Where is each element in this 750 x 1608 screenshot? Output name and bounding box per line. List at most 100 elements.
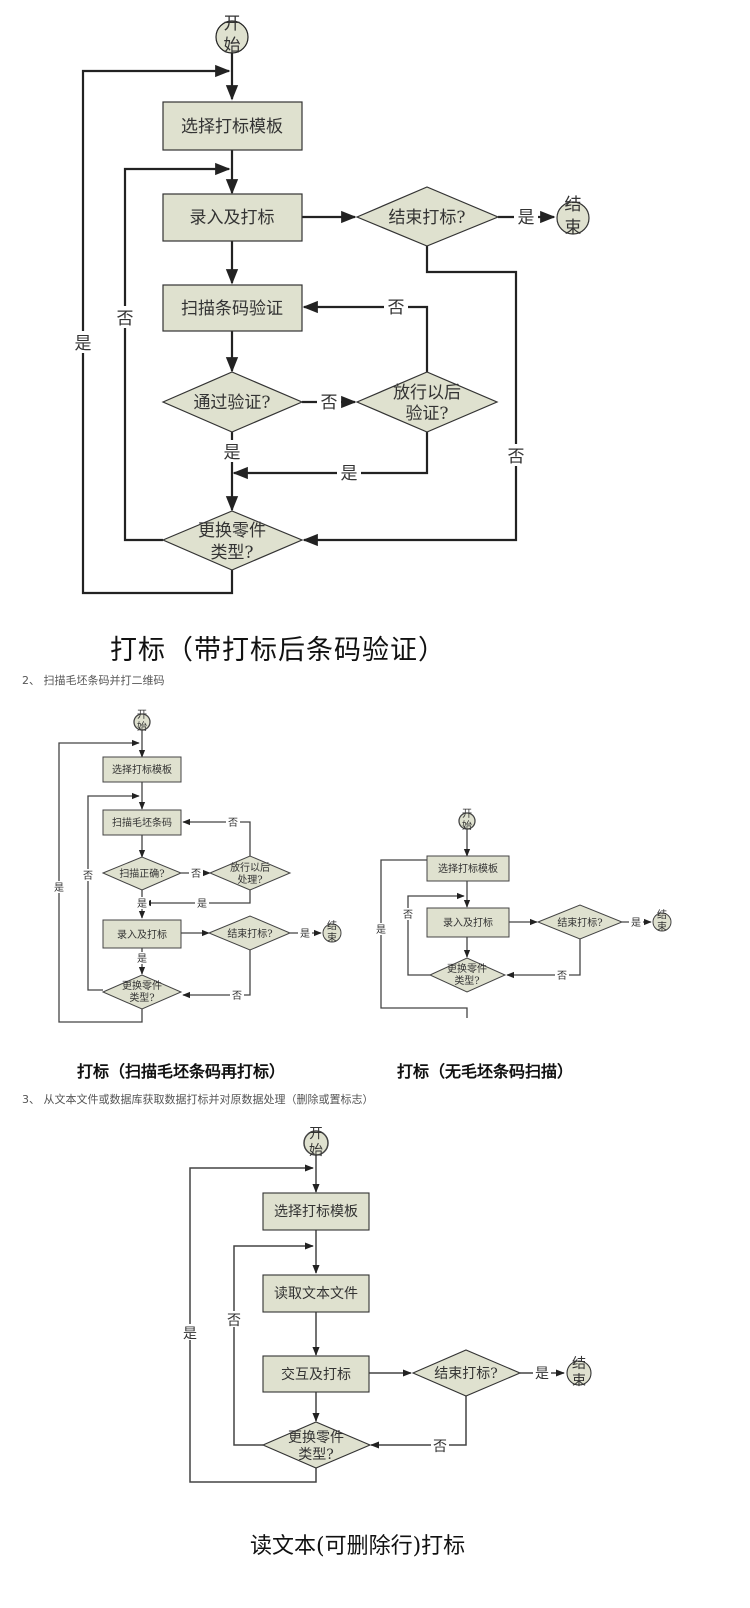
node-select-template (262, 1192, 370, 1231)
edge-label-no: 否 (83, 870, 93, 882)
interact-print-label: 交互及打标 (281, 1366, 351, 1383)
edge-label-no: 否 (557, 970, 567, 982)
edge-change-no-loop (233, 1242, 314, 1446)
start-label-1: 开 (462, 809, 472, 820)
end-print-q-label: 结束打标? (388, 208, 465, 228)
flowchart-2a: 开 始 选择打标模板 扫描毛坯条码 扫描正确? 放行以后 处理? 录入及打标 结… (52, 710, 342, 1023)
diagram-2a-caption: 打标（扫描毛坯条码再打标） (77, 1062, 286, 1081)
change-part-q-label-1: 更换零件 (288, 1429, 344, 1446)
edge-release-no (302, 300, 429, 372)
end-print-q-label: 结束打标? (557, 916, 602, 929)
end-label-2: 束 (327, 932, 337, 944)
input-print-label: 录入及打标 (117, 928, 167, 941)
release-q-label-2: 处理? (237, 874, 262, 886)
edge-label-no: 否 (227, 1313, 241, 1329)
edge-label-yes: 是 (137, 953, 147, 965)
change-part-q-label-1: 更换零件 (122, 979, 162, 992)
end-print-q-label: 结束打标? (227, 927, 272, 940)
edge-label-yes: 是 (376, 924, 386, 936)
end-node (322, 923, 342, 943)
edge-label-yes: 是 (518, 208, 535, 228)
input-print-label: 录入及打标 (443, 916, 493, 929)
edge-label-no: 否 (117, 309, 134, 329)
end-label-1: 结 (657, 908, 667, 921)
node-read-text (262, 1274, 370, 1313)
select-template-label: 选择打标模板 (112, 763, 172, 776)
release-q-label-1: 放行以后 (393, 383, 461, 403)
edge-endq-no (370, 1396, 467, 1449)
diagram-2b-caption: 打标（无毛坯条码扫描） (397, 1062, 574, 1081)
node-change-part-q (101, 974, 183, 1010)
edge-label-no: 否 (403, 909, 413, 921)
edge-label-no: 否 (191, 868, 201, 880)
end-label-2: 束 (572, 1373, 586, 1389)
change-part-q-label-2: 类型? (454, 974, 479, 987)
start-label-1: 开 (224, 14, 241, 34)
start-label-2: 始 (224, 36, 241, 56)
change-part-q-label-1: 更换零件 (447, 962, 487, 975)
edge-release-no (182, 818, 251, 856)
node-select-template (162, 101, 303, 151)
node-scan-verify (162, 284, 303, 332)
node-release-q (208, 855, 292, 891)
release-q-label-2: 验证? (405, 404, 448, 424)
edge-change-yes-loop (81, 64, 234, 595)
node-end-print-q (355, 186, 500, 247)
edge-label-no: 否 (232, 990, 242, 1002)
edge-change-no-loop (123, 162, 231, 542)
end-label-2: 束 (657, 921, 667, 933)
release-q-label-1: 放行以后 (230, 861, 270, 874)
select-template-label: 选择打标模板 (274, 1203, 358, 1220)
diagram-3-caption: 读文本(可删除行)打标 (250, 1534, 466, 1559)
edge-label-no: 否 (508, 447, 525, 467)
read-text-label: 读取文本文件 (274, 1285, 358, 1302)
edge-label-yes: 是 (137, 898, 147, 910)
edge-label-yes: 是 (183, 1326, 197, 1342)
edge-label-yes: 是 (224, 443, 241, 463)
end-node (556, 201, 590, 235)
diagram-1-caption: 打标（带打标后条码验证） (110, 635, 446, 666)
change-part-q-label-2: 类型? (129, 991, 154, 1004)
node-scan-blank (102, 809, 182, 836)
end-label-1: 结 (327, 919, 337, 932)
end-label-2: 束 (565, 218, 582, 238)
edge-release-yes (143, 890, 251, 907)
input-print-label: 录入及打标 (190, 208, 275, 228)
change-part-q-label-2: 类型? (298, 1447, 334, 1463)
edge-endq-no (182, 950, 251, 999)
edge-change-yes-loop (189, 1164, 317, 1483)
section-2-heading: 2、 扫描毛坯条码并打二维码 (22, 674, 165, 687)
edge-label-yes: 是 (535, 1366, 549, 1382)
edge-change-no-loop (87, 792, 140, 991)
change-part-q-label-1: 更换零件 (198, 521, 266, 541)
scan-blank-label: 扫描毛坯条码 (112, 816, 172, 829)
edge-endq-no (302, 246, 518, 547)
select-template-label: 选择打标模板 (438, 862, 498, 875)
node-change-part-q (261, 1421, 372, 1469)
start-label-2: 始 (462, 819, 472, 832)
node-interact-print (262, 1355, 370, 1393)
start-label-1: 开 (137, 710, 147, 721)
section-3-heading: 3、 从文本文件或数据库获取数据打标并对原数据处理（删除或置标志） (22, 1093, 374, 1106)
edge-label-no: 否 (388, 298, 405, 318)
select-template-label: 选择打标模板 (181, 117, 283, 137)
edge-label-no: 否 (321, 393, 338, 413)
scan-verify-label: 扫描条码验证 (181, 299, 283, 319)
node-input-print (426, 907, 510, 938)
edge-change-no-loop (407, 892, 465, 976)
edge-label-yes: 是 (341, 464, 358, 484)
change-part-q-label-2: 类型? (210, 543, 253, 563)
start-label-1: 开 (309, 1126, 323, 1142)
flowchart-1: 开 始 选择打标模板 录入及打标 结束打标? 结 束 扫描条码验证 通过验证? … (71, 14, 590, 595)
edge-release-yes (232, 432, 429, 480)
node-select-template (102, 756, 182, 783)
end-label-1: 结 (565, 195, 582, 215)
edge-change-yes-loop (58, 739, 143, 1023)
node-input-print (162, 193, 303, 242)
node-change-part-q (161, 510, 304, 571)
node-release-q (355, 371, 499, 433)
end-node (652, 912, 672, 932)
flowchart-2b: 开 始 选择打标模板 录入及打标 结束打标? 结 束 更换零件 类型? 是 否 … (374, 809, 672, 1018)
start-label-2: 始 (137, 720, 147, 733)
edge-label-yes: 是 (54, 882, 64, 894)
